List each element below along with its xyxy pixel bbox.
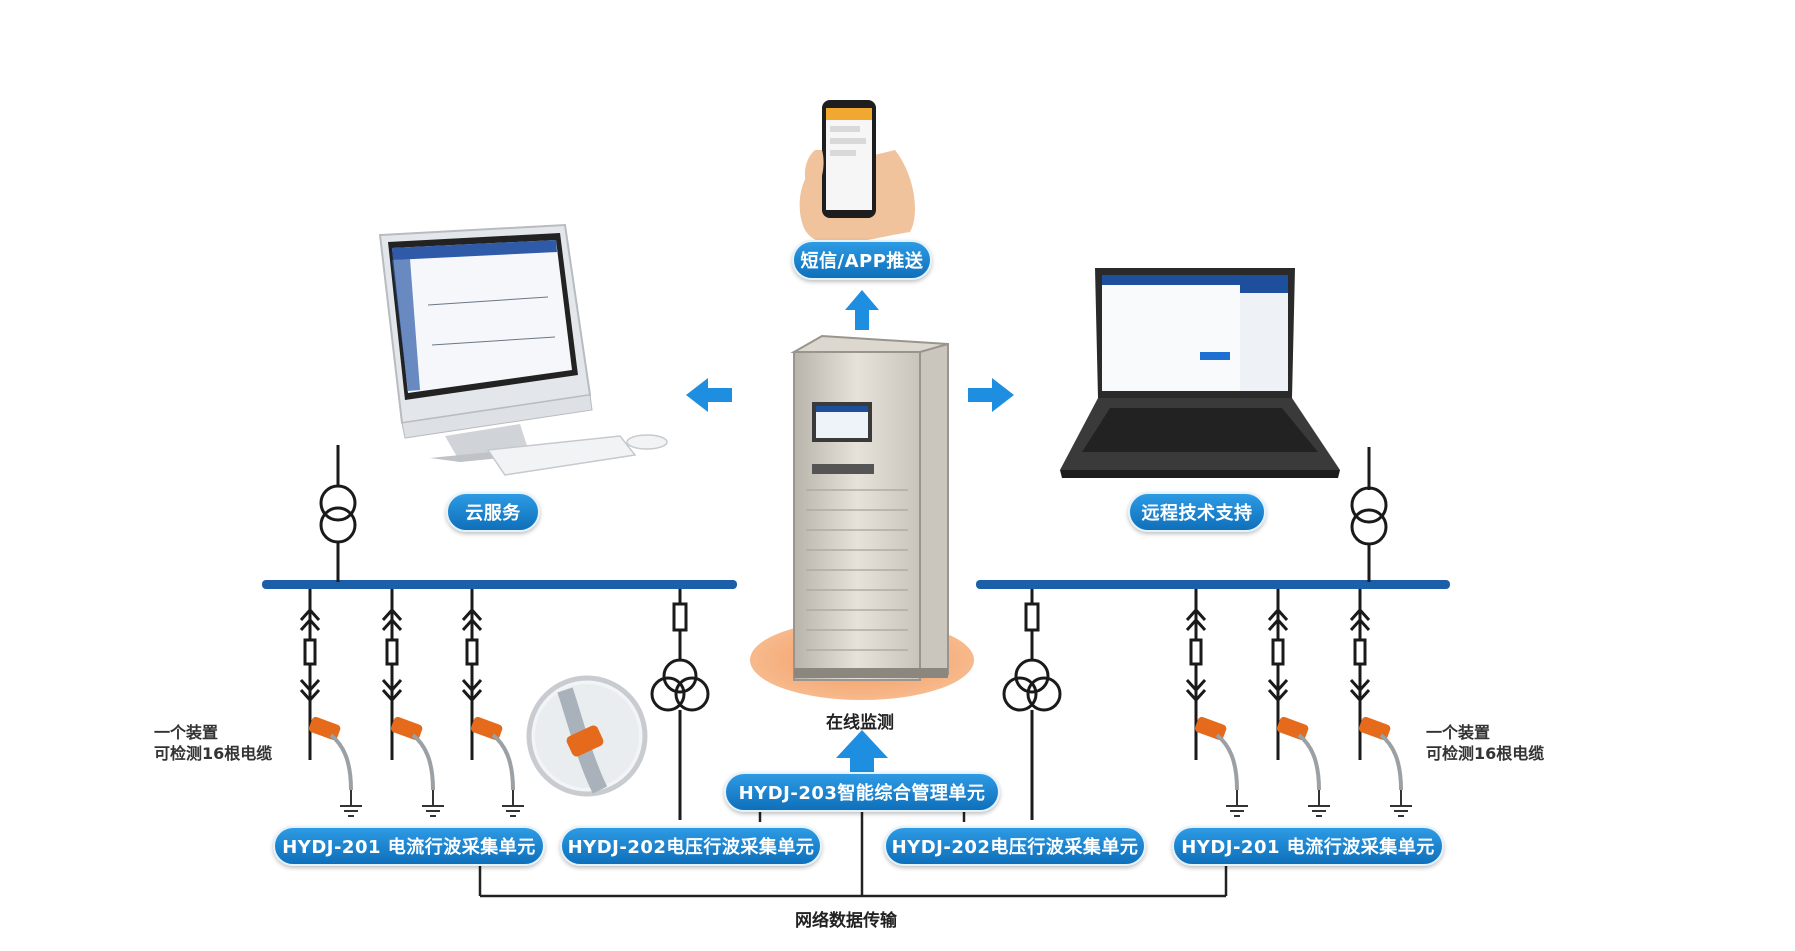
right-incoming-transformer — [1350, 447, 1388, 582]
network-wiring — [478, 812, 1228, 898]
feeder — [461, 589, 483, 760]
left-incoming-transformer — [319, 445, 357, 582]
left-note-line1: 一个装置 — [154, 723, 219, 742]
feeder — [1185, 589, 1207, 760]
sensor — [1358, 716, 1412, 817]
feeder — [381, 589, 403, 760]
remote-support-label: 远程技术支持 — [1128, 492, 1266, 532]
voltage-collector-right-label: HYDJ-202电压行波采集单元 — [884, 826, 1146, 866]
sensor — [308, 716, 362, 817]
sensor — [1194, 716, 1248, 817]
arrow-right-to-remote — [968, 378, 1014, 412]
monitoring-cabinet — [790, 334, 949, 681]
left-feeders — [299, 589, 483, 760]
cloud-service-label: 云服务 — [446, 492, 540, 532]
left-note-line2: 可检测16根电缆 — [154, 744, 273, 763]
left-busbar — [262, 580, 737, 589]
right-capacity-note: 一个装置 可检测16根电缆 — [1426, 722, 1544, 764]
smartphone-in-hand — [799, 100, 915, 244]
left-sensors — [308, 716, 524, 817]
sensor — [470, 716, 524, 817]
management-unit-label: HYDJ-203智能综合管理单元 — [724, 772, 1000, 812]
right-busbar — [976, 580, 1450, 589]
right-sensors — [1194, 716, 1412, 817]
sensor — [390, 716, 444, 817]
current-collector-left-label: HYDJ-201 电流行波采集单元 — [273, 826, 545, 866]
feeder — [1349, 589, 1371, 760]
feeder — [299, 589, 321, 760]
right-note-line1: 一个装置 — [1426, 723, 1491, 742]
voltage-collector-left-label: HYDJ-202电压行波采集单元 — [560, 826, 822, 866]
arrow-left-to-cloud — [686, 378, 732, 412]
sms-app-push-label: 短信/APP推送 — [792, 240, 932, 280]
right-feeders — [1185, 589, 1371, 760]
right-voltage-transformer — [1002, 589, 1062, 820]
left-voltage-transformer — [650, 589, 710, 820]
online-monitoring-label: 在线监测 — [826, 713, 894, 733]
arrow-up-to-phone — [845, 290, 879, 330]
laptop-computer — [1060, 268, 1340, 478]
current-collector-right-label: HYDJ-201 电流行波采集单元 — [1172, 826, 1444, 866]
sensor — [1276, 716, 1330, 817]
arrow-up-to-cabinet — [836, 730, 888, 776]
left-capacity-note: 一个装置 可检测16根电缆 — [154, 722, 272, 764]
feeder — [1267, 589, 1289, 760]
sensor-closeup-inset — [526, 675, 648, 797]
desktop-computer — [378, 223, 668, 476]
right-note-line2: 可检测16根电缆 — [1426, 744, 1545, 763]
network-transmission-label: 网络数据传输 — [795, 911, 897, 931]
